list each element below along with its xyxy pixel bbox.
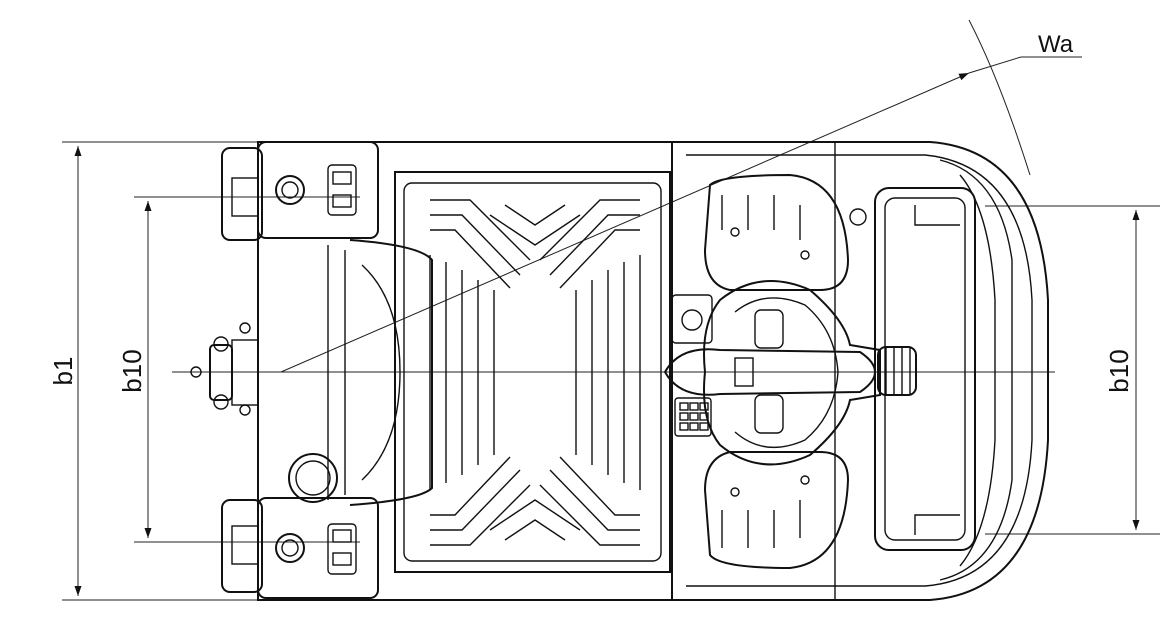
wheel-top-tire [221, 147, 263, 241]
wheel-top-motor [327, 164, 357, 216]
emergency-stop-icon [681, 309, 703, 331]
rear-body-outline [257, 141, 673, 601]
dashboard [671, 294, 713, 437]
step-pad-bottom [703, 451, 850, 570]
grip-button-top [754, 309, 784, 349]
display-panel [671, 294, 713, 344]
front-cover-panel [849, 187, 976, 551]
coupling-pin [190, 366, 202, 378]
cover-panel-outer [874, 187, 976, 551]
front-body-inner [686, 154, 1033, 587]
step-pad-top [703, 173, 850, 291]
backrest-inner [361, 264, 401, 481]
front-body-outline [672, 141, 1049, 601]
wa-label: Wa [1038, 31, 1074, 58]
wa-radius-line [280, 72, 970, 373]
tow-coupling [190, 322, 259, 416]
tiller-handle [663, 280, 917, 466]
backrest-pad [327, 239, 433, 506]
wheel-top-bracket [231, 177, 259, 217]
wheel-bottom-tire [221, 499, 263, 593]
platform-frame [394, 171, 671, 573]
wheel-bottom-motor [327, 523, 357, 575]
platform-chevrons [429, 199, 641, 546]
key-switch-icon [849, 208, 867, 226]
rear-wheel-top [221, 141, 379, 241]
chassis [257, 141, 1049, 601]
front-bumper-inner [959, 174, 996, 567]
b10-right-label: b10 [1104, 349, 1134, 392]
dimension-b10-right: b10 [985, 205, 1160, 535]
tiller-head-outline [703, 280, 881, 466]
wheel-bottom-hub [275, 533, 305, 563]
backrest-outer [349, 239, 433, 506]
tiller-pivot [877, 346, 917, 396]
wa-leader [968, 56, 1022, 74]
operator-platform [394, 171, 671, 573]
front-bumper-line [939, 159, 1013, 581]
tiller-arm [663, 348, 877, 396]
wa-arc [968, 19, 1031, 176]
grip-button-bottom [754, 394, 784, 434]
cover-panel-inner [884, 197, 966, 541]
b1-label: b1 [48, 357, 78, 386]
platform-mat [403, 182, 662, 562]
wheel-top-hub [275, 175, 305, 205]
dimension-b10-left: b10 [117, 196, 360, 543]
b10-left-label: b10 [117, 349, 147, 392]
keypad [674, 397, 712, 437]
wheel-bottom-bracket [231, 525, 259, 565]
horn-button [734, 357, 754, 387]
rear-wheel-bottom [221, 497, 379, 599]
rear-round-cap [288, 453, 338, 503]
